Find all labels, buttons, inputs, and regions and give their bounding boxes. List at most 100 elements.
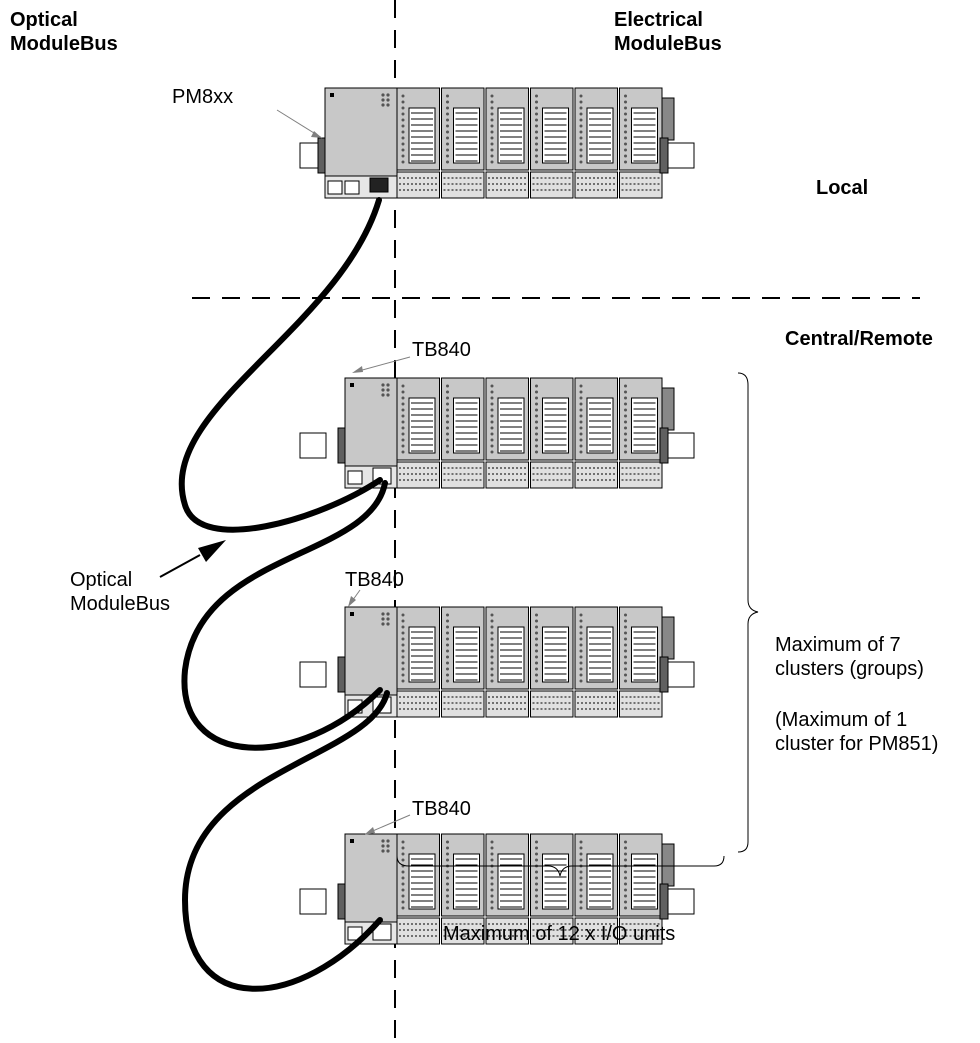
optical-modulebus-pointer — [159, 554, 201, 578]
io-channel-led — [535, 613, 538, 617]
status-led — [350, 383, 354, 387]
io-channel-led — [535, 148, 538, 152]
io-channel-led — [446, 438, 449, 442]
io-channel-led — [401, 613, 405, 617]
io-channel-led — [446, 906, 449, 910]
io-channel-led — [624, 426, 627, 430]
io-channel-led — [579, 870, 583, 874]
io-channel-led — [401, 124, 405, 128]
io-channel-led — [401, 130, 405, 134]
io-channel-led — [446, 444, 449, 448]
io-module-label-panel — [631, 626, 658, 683]
io-channel-led — [401, 118, 405, 122]
io-terminal-base — [485, 690, 529, 718]
io-channel-led — [624, 619, 627, 623]
indicator-dot — [381, 844, 385, 848]
io-channel-led — [579, 426, 583, 430]
io-channel-led — [401, 876, 405, 880]
optical-modulebus-cable-label-line1: Optical — [70, 569, 133, 591]
tb840-leader-1-arrowhead — [352, 366, 363, 373]
io-channel-led — [490, 148, 494, 152]
io-channel-led — [535, 673, 538, 677]
io-channel-led — [624, 414, 627, 418]
io-channel-led — [624, 870, 627, 874]
io-channel-led — [490, 136, 494, 140]
io-module-label-panel — [453, 853, 480, 910]
optical-modulebus-cable-label-line2: ModuleBus — [70, 593, 171, 615]
io-channel-led — [401, 396, 405, 400]
io-terminal-base — [441, 690, 485, 718]
io-module — [530, 377, 574, 489]
io-module — [441, 377, 485, 489]
io-channel-led — [579, 906, 583, 910]
io-channel-led — [535, 643, 538, 647]
io-channel-led — [579, 130, 583, 134]
leader-lines — [159, 109, 411, 835]
io-module — [530, 833, 574, 945]
io-terminal-base — [485, 461, 529, 489]
cable-cluster1-to-cluster2 — [181, 480, 388, 751]
io-channel-led — [535, 112, 538, 116]
io-channel-led — [579, 619, 583, 623]
io-channel-led — [490, 112, 494, 116]
io-channel-led — [624, 450, 627, 454]
rack-cluster-2 — [299, 606, 695, 718]
io-channel-led — [446, 112, 449, 116]
io-channel-led — [490, 94, 494, 98]
io-terminal-base — [441, 917, 485, 945]
max-io-units-note: Maximum of 12 x I/O units — [443, 923, 676, 945]
io-module-label-panel — [497, 397, 525, 454]
io-channel-led — [446, 136, 449, 140]
status-led — [350, 612, 354, 616]
io-channel-led — [579, 643, 583, 647]
io-channel-led — [579, 900, 583, 904]
io-terminal-base — [530, 690, 574, 718]
io-channel-led — [490, 655, 494, 659]
io-channel-led — [535, 840, 538, 844]
io-channel-led — [535, 124, 538, 128]
io-terminal-base — [441, 171, 485, 199]
io-channel-led — [579, 840, 583, 844]
din-rail-left — [299, 661, 327, 688]
io-channel-led — [579, 649, 583, 653]
rack-cluster-3 — [299, 833, 695, 945]
io-channel-led — [446, 432, 449, 436]
tb840-label-2: TB840 — [345, 569, 404, 591]
io-module — [396, 87, 440, 199]
io-module — [574, 87, 618, 199]
io-channel-led — [624, 858, 627, 862]
rack-cluster-1 — [299, 377, 695, 489]
io-channel-led — [624, 625, 627, 629]
io-channel-led — [624, 679, 627, 683]
io-module-label-panel — [542, 853, 569, 910]
indicator-dot — [386, 383, 390, 387]
io-channel-led — [446, 858, 449, 862]
io-channel-led — [401, 408, 405, 412]
io-channel-led — [401, 858, 405, 862]
io-channel-led — [446, 426, 449, 430]
optical-modulebus-heading-line1: Optical — [10, 9, 78, 31]
pm851-note-line1: (Maximum of 1 — [775, 709, 908, 731]
io-channel-led — [446, 619, 449, 623]
optical-modulebus-pointer-arrowhead — [198, 540, 226, 562]
rack-local — [299, 87, 695, 199]
tb840-leader-1 — [354, 356, 411, 373]
io-channel-led — [535, 846, 538, 850]
io-channel-led — [579, 661, 583, 665]
io-channel-led — [535, 900, 538, 904]
io-channel-led — [401, 643, 405, 647]
io-module — [485, 377, 529, 489]
io-channel-led — [535, 858, 538, 862]
io-module — [396, 833, 440, 945]
din-rail-right — [667, 432, 695, 459]
io-channel-led — [535, 160, 538, 164]
io-channel-led — [401, 840, 405, 844]
io-channel-led — [490, 142, 494, 146]
io-channel-led — [446, 846, 449, 850]
io-channel-led — [401, 148, 405, 152]
terminal-block — [344, 180, 360, 195]
io-channel-led — [401, 637, 405, 641]
io-channel-led — [446, 679, 449, 683]
cable-cluster2-to-cluster3 — [181, 690, 390, 992]
